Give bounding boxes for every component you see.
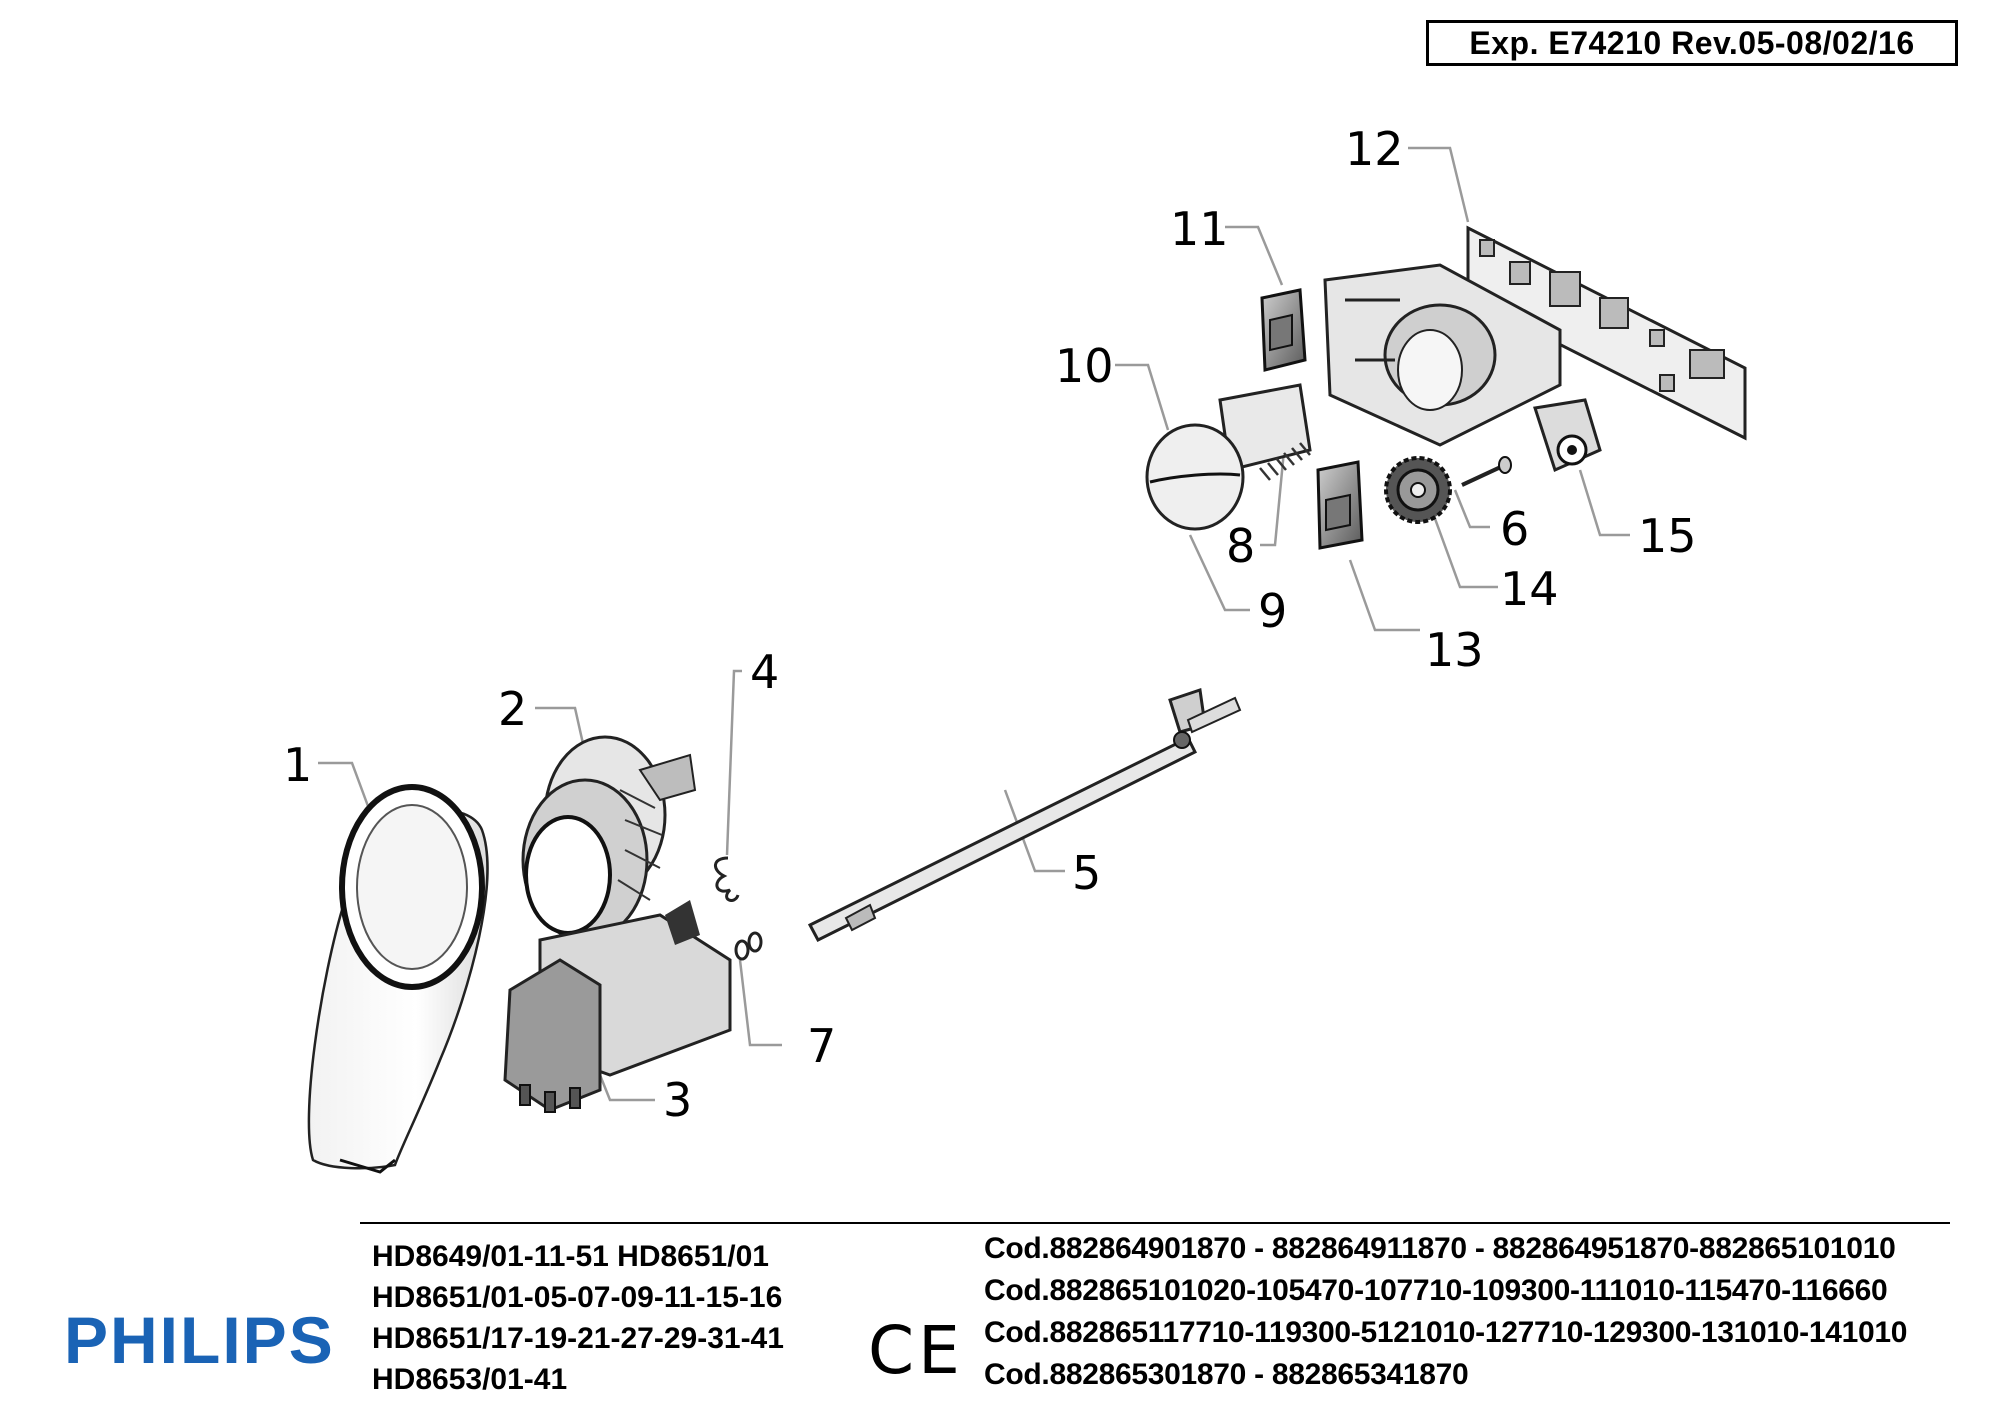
part-5-shaft bbox=[807, 688, 1242, 942]
callout-4: 4 bbox=[750, 645, 779, 699]
code-line: Cod.882865101020-105470-107710-109300-11… bbox=[984, 1274, 1888, 1307]
model-line: HD8649/01-11-51 HD8651/01 bbox=[372, 1240, 769, 1273]
callout-15: 15 bbox=[1638, 509, 1697, 563]
callout-6: 6 bbox=[1500, 502, 1529, 556]
ce-mark: CE bbox=[868, 1312, 964, 1389]
part-8-spring bbox=[1259, 442, 1311, 481]
callout-10: 10 bbox=[1055, 339, 1114, 393]
revision-box: Exp. E74210 Rev.05-08/02/16 bbox=[1426, 20, 1958, 66]
code-list: Cod.882864901870 - 882864911870 - 882864… bbox=[984, 1228, 1907, 1396]
callout-5: 5 bbox=[1072, 846, 1101, 900]
frame-housing bbox=[1323, 263, 1562, 447]
code-line: Cod.882865117710-119300-5121010-127710-1… bbox=[984, 1316, 1908, 1349]
model-line: HD8653/01-41 bbox=[372, 1363, 568, 1396]
callout-2: 2 bbox=[498, 682, 527, 736]
model-line: HD8651/01-05-07-09-11-15-16 bbox=[372, 1281, 783, 1314]
part-4-clip bbox=[714, 856, 740, 902]
part-6-screw bbox=[1461, 456, 1512, 487]
model-list: HD8649/01-11-51 HD8651/01 HD8651/01-05-0… bbox=[372, 1236, 784, 1400]
callout-12: 12 bbox=[1345, 122, 1404, 176]
model-line: HD8651/17-19-21-27-29-31-41 bbox=[372, 1322, 784, 1355]
part-14-gear bbox=[1384, 456, 1452, 524]
part-15-actuator bbox=[1533, 398, 1602, 473]
code-line: Cod.882864901870 - 882864911870 - 882864… bbox=[984, 1232, 1896, 1265]
part-12-pcb bbox=[1466, 225, 1747, 441]
part-11-button bbox=[1260, 288, 1307, 372]
part-10-push-button bbox=[1145, 383, 1312, 531]
philips-logo: PHILIPS bbox=[64, 1303, 335, 1377]
leader-lines bbox=[318, 146, 1630, 1102]
callout-1: 1 bbox=[283, 738, 312, 792]
code-line: Cod.882865301870 - 882865341870 bbox=[984, 1358, 1469, 1391]
footer-divider bbox=[360, 1222, 1950, 1224]
part-13-button bbox=[1316, 460, 1364, 550]
part-7-o-rings bbox=[734, 931, 763, 961]
callout-9: 9 bbox=[1258, 584, 1287, 638]
part-2-rotary-knob bbox=[521, 735, 697, 942]
part-1-front-cover bbox=[307, 784, 489, 1174]
callout-7: 7 bbox=[807, 1019, 836, 1073]
part-3-switch-block bbox=[503, 900, 732, 1113]
callout-8: 8 bbox=[1226, 519, 1255, 573]
callout-14: 14 bbox=[1500, 562, 1559, 616]
callout-labels: 1 2 3 4 5 6 7 8 9 10 11 12 13 14 15 bbox=[283, 122, 1697, 1127]
callout-11: 11 bbox=[1170, 202, 1229, 256]
callout-3: 3 bbox=[663, 1073, 692, 1127]
callout-13: 13 bbox=[1425, 623, 1484, 677]
